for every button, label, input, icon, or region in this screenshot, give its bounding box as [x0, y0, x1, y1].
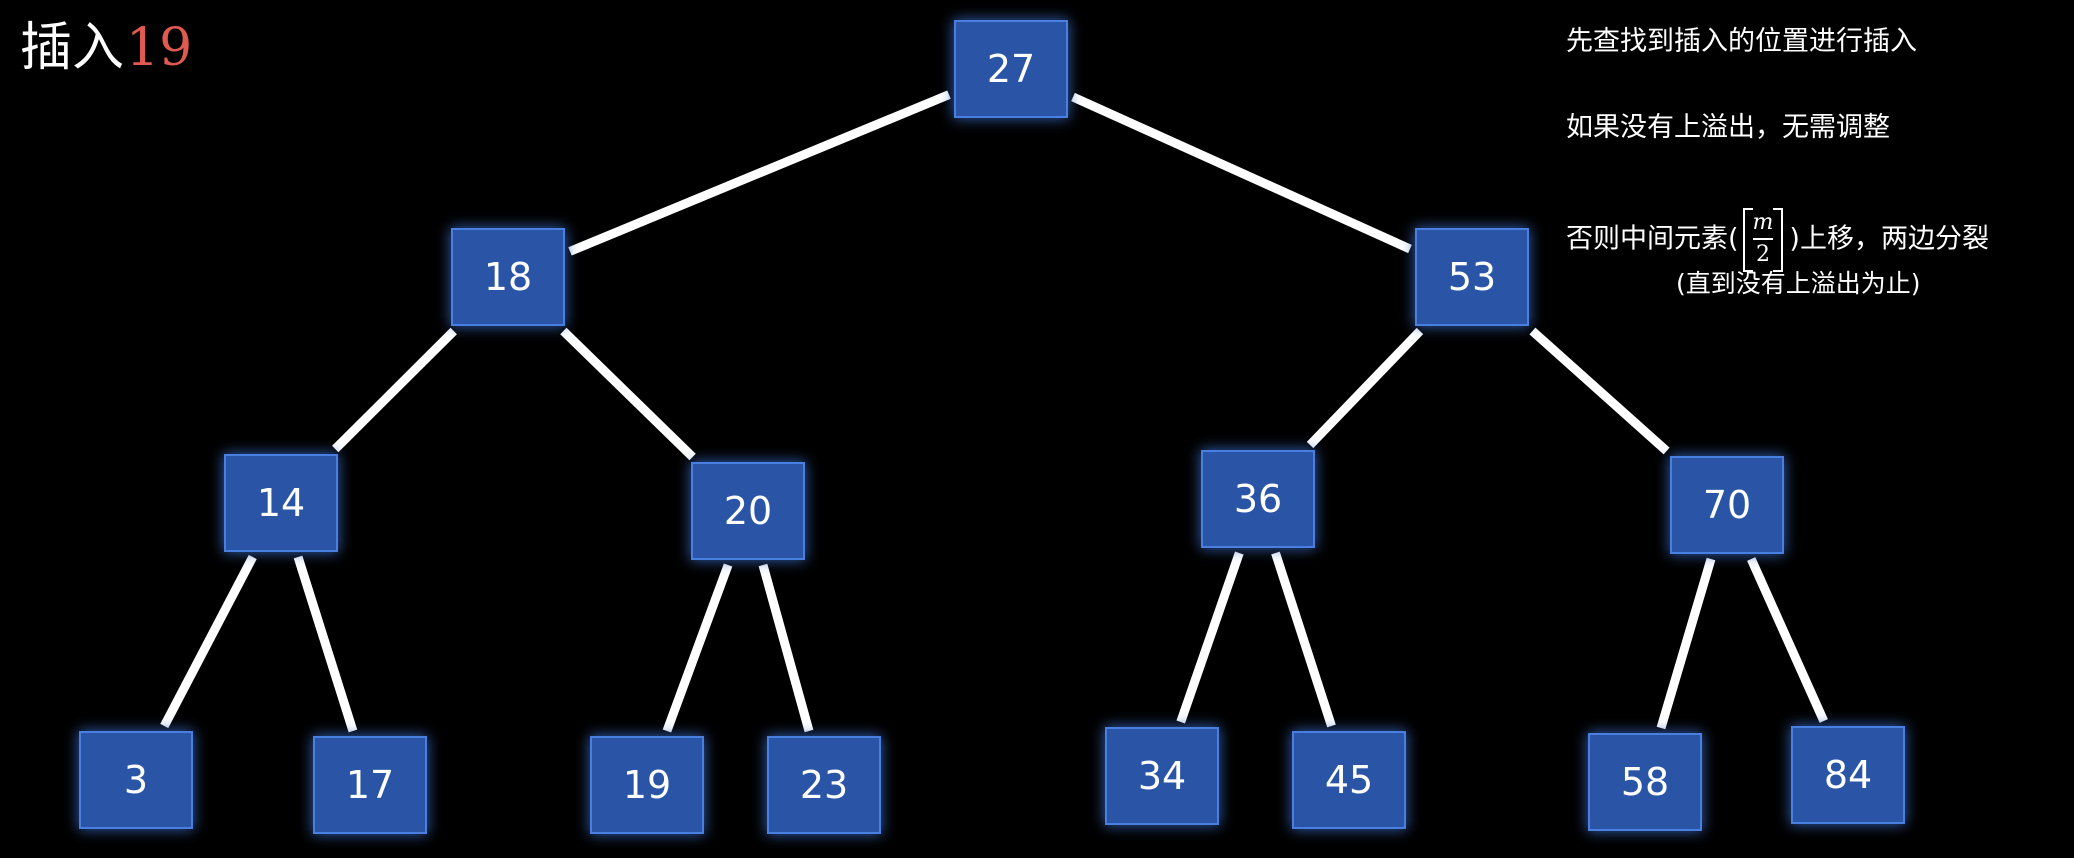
- tree-node-45: 45: [1292, 731, 1406, 829]
- node-label: 58: [1621, 760, 1669, 804]
- node-label: 14: [257, 481, 305, 525]
- node-box: [224, 454, 338, 552]
- tree-node-34: 34: [1105, 727, 1219, 825]
- edge-n70-n58: [1656, 557, 1716, 730]
- node-label: 3: [124, 758, 148, 802]
- title-text: 插入: [20, 18, 125, 78]
- edge-n36-n45: [1271, 551, 1336, 728]
- note-line-4: (直到没有上溢出为止): [1676, 269, 1921, 298]
- note-line-2: 如果没有上溢出，无需调整: [1566, 112, 1890, 143]
- edge-n20-n23: [758, 563, 814, 733]
- tree-node-84: 84: [1791, 726, 1905, 824]
- node-box: [691, 462, 805, 560]
- node-label: 45: [1325, 758, 1373, 802]
- node-label: 70: [1703, 483, 1751, 527]
- node-box: [954, 20, 1068, 118]
- node-label: 34: [1138, 754, 1186, 798]
- node-label: 19: [623, 763, 671, 807]
- edge-n27-n18: [568, 90, 951, 256]
- node-label: 17: [346, 763, 394, 807]
- edge-n14-n17: [293, 555, 358, 733]
- tree-node-14: 14: [224, 454, 338, 552]
- note-line-1: 先查找到插入的位置进行插入: [1566, 26, 1917, 57]
- note-line-3-suffix: )上移，两边分裂: [1789, 223, 1989, 255]
- node-box: [1415, 228, 1529, 326]
- tree-node-18: 18: [451, 228, 565, 326]
- node-box: [767, 736, 881, 834]
- tree-node-58: 58: [1588, 733, 1702, 831]
- node-label: 20: [724, 489, 772, 533]
- node-box: [313, 736, 427, 834]
- fraction-numerator: m: [1752, 208, 1774, 240]
- tree-edges: [160, 90, 1828, 733]
- node-box: [1791, 726, 1905, 824]
- tree-node-17: 17: [313, 736, 427, 834]
- edge-n53-n70: [1529, 327, 1670, 455]
- node-box: [451, 228, 565, 326]
- title-insert-value: 19: [126, 18, 193, 78]
- tree-node-19: 19: [590, 736, 704, 834]
- edge-n36-n34: [1176, 551, 1244, 724]
- slide-title: 插入19: [20, 22, 192, 74]
- node-box: [1105, 727, 1219, 825]
- node-label: 27: [987, 47, 1035, 91]
- tree-node-27: 27: [954, 20, 1068, 118]
- edge-n53-n36: [1306, 327, 1424, 449]
- node-label: 36: [1234, 477, 1282, 521]
- tree-node-23: 23: [767, 736, 881, 834]
- edge-n18-n20: [560, 327, 696, 461]
- tree-node-20: 20: [691, 462, 805, 560]
- edge-n27-n53: [1071, 92, 1412, 254]
- node-box: [1588, 733, 1702, 831]
- node-box: [1670, 456, 1784, 554]
- node-label: 53: [1448, 255, 1496, 299]
- node-label: 18: [484, 255, 532, 299]
- node-box: [590, 736, 704, 834]
- edge-n70-n84: [1747, 557, 1828, 723]
- edge-n14-n3: [160, 554, 257, 729]
- tree-node-3: 3: [79, 731, 193, 829]
- edge-n20-n19: [662, 563, 733, 733]
- node-box: [1292, 731, 1406, 829]
- fraction-denominator: 2: [1755, 242, 1770, 267]
- node-label: 84: [1824, 753, 1872, 797]
- edge-n18-n14: [332, 327, 457, 453]
- tree-node-36: 36: [1201, 450, 1315, 548]
- tree-node-70: 70: [1670, 456, 1784, 554]
- tree-nodes: 27 18 53 14 20 36 70 3 17 19 23 34 45 58 84: [79, 20, 1905, 834]
- tree-node-53: 53: [1415, 228, 1529, 326]
- note-line-3-prefix: 否则中间元素(: [1566, 223, 1739, 255]
- node-label: 23: [800, 763, 848, 807]
- node-box: [79, 731, 193, 829]
- node-box: [1201, 450, 1315, 548]
